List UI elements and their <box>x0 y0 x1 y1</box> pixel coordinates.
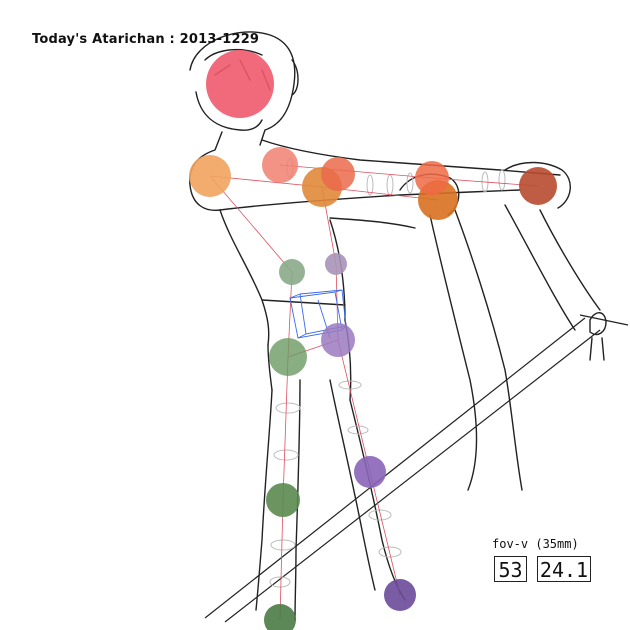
skeleton-lines <box>209 164 539 621</box>
joint-wrist-right[interactable] <box>415 161 449 195</box>
fov-focal-length-field[interactable]: 24.1 <box>537 556 591 582</box>
rotation-guides <box>269 157 506 588</box>
fov-degrees-field[interactable]: 53 <box>494 556 527 582</box>
joint-head[interactable] <box>206 50 274 118</box>
joint-ankle-left[interactable] <box>266 483 300 517</box>
joint-hip-right[interactable] <box>325 253 347 275</box>
joint-foot-right[interactable] <box>384 579 416 611</box>
joint-foot-left[interactable] <box>264 604 296 630</box>
figure-sketch <box>189 31 607 621</box>
fov-label: fov-v (35mm) <box>492 537 579 551</box>
joint-shoulder-left[interactable] <box>189 155 231 197</box>
joint-knee-right[interactable] <box>321 323 355 357</box>
joint-hip-left[interactable] <box>279 259 305 285</box>
joint-shoulder-right[interactable] <box>262 147 298 183</box>
joint-ankle-right[interactable] <box>354 456 386 488</box>
page-title: Today's Atarichan : 2013-1229 <box>32 32 260 47</box>
stick-lines <box>204 314 629 623</box>
joint-hand-right[interactable] <box>519 167 557 205</box>
joint-elbow-right[interactable] <box>321 157 355 191</box>
joint-knee-left[interactable] <box>269 338 307 376</box>
joint-handles[interactable] <box>189 50 557 630</box>
